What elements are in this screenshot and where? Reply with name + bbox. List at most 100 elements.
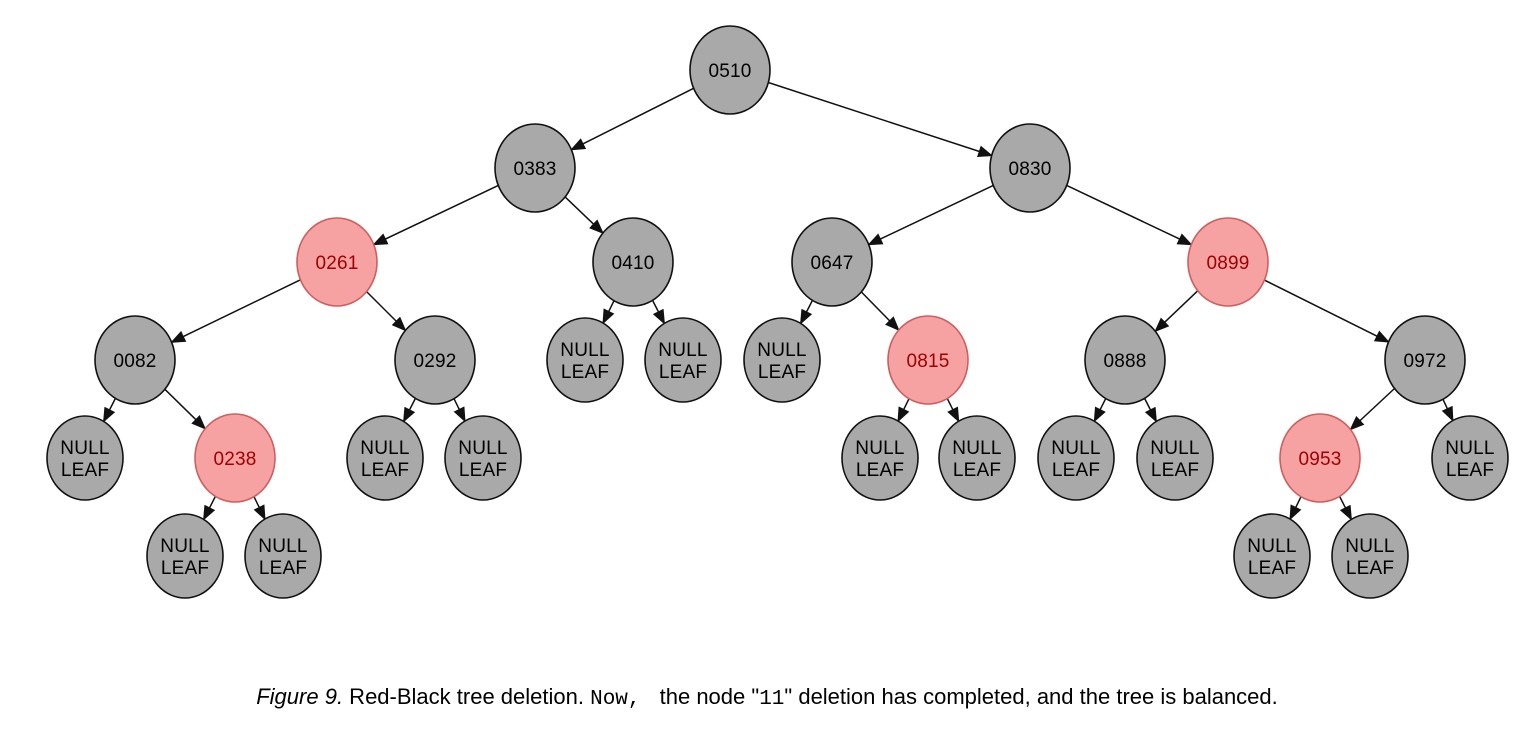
node-label: 0082 [113,351,156,372]
red-node-circle [887,315,969,405]
black-node-circle [841,415,919,501]
red-node-circle [1187,217,1269,307]
edges-layer [103,81,1454,521]
tree-node-0815: 0815 [887,315,969,405]
node-label: 0815 [906,351,949,372]
node-label: 0830 [1008,159,1051,180]
black-node-circle [346,415,424,501]
tree-node-0830: 0830 [989,123,1071,213]
node-label: 0383 [513,159,556,180]
caption-mono-11: 11 [759,688,785,711]
caption-text-1: Red-Black tree deletion. [343,684,591,709]
tree-edge-n0292-leaf_292R [453,398,466,423]
black-node-circle [1084,315,1166,405]
black-node-circle [592,217,674,307]
tree-edge-n0815-leaf_815L [897,398,910,423]
tree-edge-n0082-n0238 [164,388,207,430]
tree-edge-n0238-leaf_238L [203,496,217,521]
black-node-circle [494,123,576,213]
caption-figure-label: Figure 9. [256,684,344,709]
black-node-circle [938,415,1016,501]
tree-edge-n0261-n0292 [366,291,407,332]
tree-edge-n0972-n0953 [1349,387,1396,431]
tree-node-0953: 0953 [1279,413,1361,503]
caption-mono-now: Now, [590,688,641,711]
tree-edge-n0238-leaf_238R [253,496,266,521]
tree-node-0082: 0082 [94,315,176,405]
tree-node-0410: 0410 [592,217,674,307]
black-node-circle [1331,513,1409,599]
black-node-circle [791,217,873,307]
figure-caption: Figure 9. Red-Black tree deletion. Now, … [0,684,1534,711]
tree-node-0238: 0238 [194,413,276,503]
tree-edge-n0261-n0082 [170,279,301,343]
black-node-circle [546,317,624,403]
tree-edge-n0888-leaf_888R [1143,398,1157,423]
tree-edge-n0082-leaf_082L [103,398,117,423]
tree-edge-n0410-leaf_410R [651,300,665,325]
tree-edge-n0410-leaf_410L [602,300,615,325]
tree-edge-n0383-n0410 [564,196,604,235]
node-label: 0261 [315,253,358,274]
tree-edge-n0383-n0261 [372,184,499,246]
black-node-circle [46,415,124,501]
tree-node-0899: 0899 [1187,217,1269,307]
red-node-circle [1279,413,1361,503]
tree-edge-n0830-n0647 [867,184,994,246]
tree-edge-n0830-n0899 [1066,184,1193,246]
red-node-circle [194,413,276,503]
tree-edge-n0647-leaf_647L [800,300,814,325]
node-label: 0953 [1298,449,1341,470]
black-node-circle [394,315,476,405]
black-node-circle [244,513,322,599]
caption-text-2: the node " [653,684,760,709]
node-label: 0410 [611,253,654,274]
black-node-circle [644,317,722,403]
black-node-circle [146,513,224,599]
black-node-circle [689,25,771,115]
node-label: 0899 [1206,253,1249,274]
tree-node-0510: 0510 [689,25,771,115]
black-node-circle [989,123,1071,213]
node-label: 0238 [213,449,256,470]
tree-node-0888: 0888 [1084,315,1166,405]
black-node-circle [1384,315,1466,405]
tree-edge-n0899-n0888 [1154,290,1199,333]
tree-node-0292: 0292 [394,315,476,405]
tree-node-0647: 0647 [791,217,873,307]
black-node-circle [1431,415,1509,501]
black-node-circle [1136,415,1214,501]
red-node-circle [296,217,378,307]
black-node-circle [444,415,522,501]
tree-edge-n0972-leaf_972R [1441,398,1454,422]
tree-edge-n0647-n0815 [860,291,900,332]
node-label: 0292 [413,351,456,372]
tree-node-0261: 0261 [296,217,378,307]
black-node-circle [94,315,176,405]
